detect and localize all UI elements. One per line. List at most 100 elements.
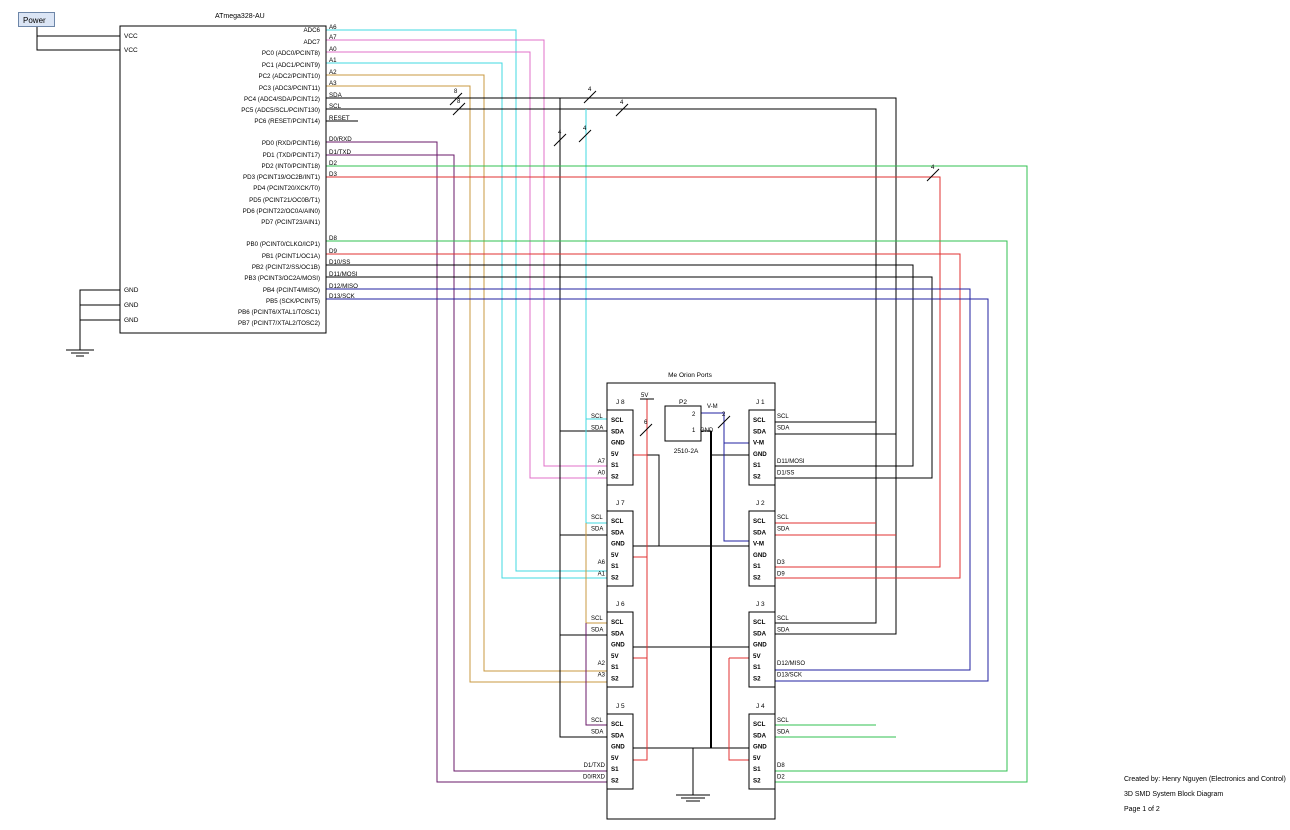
wire-scl-j8 — [585, 109, 607, 420]
port-pin: S2 — [753, 575, 761, 582]
power-label: Power — [23, 16, 46, 25]
board-gnd-j1 — [701, 430, 749, 456]
wire-a1 — [326, 62, 607, 579]
wire-d13 — [326, 298, 989, 682]
port-net-label: SCL — [777, 414, 789, 420]
port-pin: SDA — [753, 732, 767, 739]
orion-board — [606, 382, 776, 820]
port-pin: GND — [611, 541, 625, 548]
mcu-net-label: SCL — [329, 103, 342, 110]
port-pin: GND — [753, 642, 767, 649]
port-net-label: A7 — [598, 459, 606, 465]
mcu-pin-label: PB6 (PCINT6/XTAL1/TOSC1) — [238, 309, 320, 316]
port-name: J 6 — [616, 601, 625, 608]
port-pin: S1 — [611, 664, 619, 671]
port-pin: S1 — [753, 664, 761, 671]
footer-credit: Created by: Henry Nguyen (Electronics an… — [1124, 776, 1286, 783]
mcu-net-label: D11/MOSI — [329, 271, 358, 278]
mcu-pin-label: PD2 (INT0/PCINT18) — [262, 163, 320, 170]
p2-connector — [664, 405, 702, 442]
bus-slash — [717, 415, 731, 429]
port-pin: V-M — [753, 440, 764, 447]
port-net-label: SDA — [777, 627, 789, 633]
port-name: J 7 — [616, 500, 625, 507]
port-pin: SCL — [753, 721, 766, 728]
board-5v — [633, 399, 648, 761]
port-pin: S1 — [611, 766, 619, 773]
mcu-chip — [119, 25, 327, 334]
mcu-pin-label: PB2 (PCINT2/SS/OC1B) — [252, 264, 320, 271]
port-net-label: D12/MISO — [777, 661, 805, 667]
port-J6 — [606, 611, 634, 688]
port-pin: GND — [611, 744, 625, 751]
port-net-label: SDA — [777, 729, 789, 735]
mcu-pin-label: PD0 (RXD/PCINT16) — [262, 140, 320, 147]
mcu-pin-label: ADC6 — [303, 27, 320, 34]
mcu-left-pin-label: GND — [124, 317, 139, 324]
port-J3 — [748, 611, 776, 688]
board-5v-right — [728, 658, 749, 761]
port-pin: 5V — [753, 755, 761, 762]
port-pin: SCL — [611, 417, 624, 424]
bus-slash — [926, 168, 940, 182]
mcu-net-label: A6 — [329, 24, 337, 31]
port-net-label: SDA — [591, 729, 603, 735]
port-net-label: SDA — [591, 526, 603, 532]
wire-a7 — [326, 39, 607, 467]
port-pin: 5V — [611, 451, 619, 458]
port-pin: S2 — [611, 575, 619, 582]
port-net-label: SCL — [591, 718, 603, 724]
mcu-pin-label: PD6 (PCINT22/OC0A/AIN0) — [243, 208, 320, 215]
bus-slash — [639, 423, 653, 437]
port-net-label: SCL — [777, 515, 789, 521]
mcu-pin-label: PC2 (ADC2/PCINT10) — [258, 73, 320, 80]
mcu-net-label: SDA — [329, 92, 343, 99]
board-gnd — [633, 454, 749, 547]
p2-pin: 1 — [692, 428, 696, 434]
port-pin: S2 — [753, 778, 761, 785]
port-pin: 5V — [611, 755, 619, 762]
port-net-label: D1/SS — [777, 471, 794, 477]
port-net-label: SCL — [777, 616, 789, 622]
port-pin: GND — [611, 642, 625, 649]
bus-count-label: 4 — [931, 165, 935, 171]
port-net-label: A3 — [598, 673, 606, 679]
port-net-label: D13/SCK — [777, 673, 802, 679]
port-net-label: D0/RXD — [583, 775, 606, 781]
port-pin: S2 — [753, 474, 761, 481]
five-v-label: 5V — [641, 393, 648, 399]
mcu-pin-label: PD4 (PCINT20/XCK/T0) — [253, 185, 320, 192]
mcu-pin-label: PB4 (PCINT4/MISO) — [263, 287, 320, 294]
bus-count-label: 6 — [644, 420, 648, 426]
port-pin: S1 — [611, 563, 619, 570]
port-net-label: D9 — [777, 572, 785, 578]
port-net-label: SCL — [591, 414, 603, 420]
mcu-pin-label: PD7 (PCINT23/AIN1) — [261, 219, 320, 226]
bus-count-label: 4 — [620, 100, 624, 106]
bus-slash — [583, 90, 597, 104]
bus-count-label: 2 — [722, 412, 726, 418]
bus-count-label: 8 — [457, 99, 461, 105]
port-net-label: A0 — [598, 471, 606, 477]
bus-slash — [553, 133, 567, 147]
wire-scl — [326, 108, 877, 624]
port-net-label: SCL — [591, 515, 603, 521]
mcu-title: ATmega328-AU — [215, 13, 265, 20]
port-pin: 5V — [611, 552, 619, 559]
p2-pin: 2 — [692, 412, 696, 418]
port-pin: S2 — [611, 474, 619, 481]
bus-slash — [449, 92, 463, 106]
mcu-left-pin-label: GND — [124, 302, 139, 309]
bus-count-label: 8 — [454, 89, 458, 95]
mcu-net-label: RESET — [329, 115, 350, 122]
power-label-box: Power — [18, 12, 55, 27]
mcu-pin-label: PC3 (ADC3/PCINT11) — [259, 85, 320, 92]
mcu-left-pin-label: VCC — [124, 33, 138, 40]
port-net-label: D11/MOSI — [777, 459, 805, 465]
mcu-net-label: D8 — [329, 235, 337, 242]
port-pin: GND — [753, 451, 767, 458]
mcu-pin-label: PC0 (ADC0/PCINT8) — [262, 50, 320, 57]
mcu-pin-label: PC4 (ADC4/SDA/PCINT12) — [244, 96, 320, 103]
